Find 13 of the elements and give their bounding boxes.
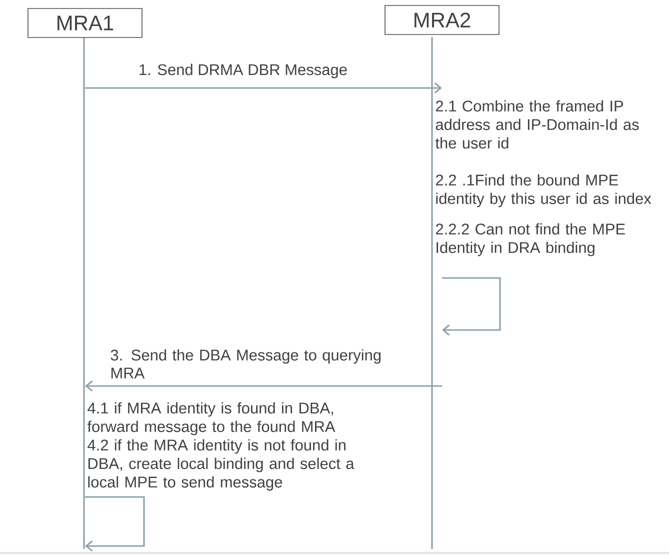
- self-message-arrow: [85, 496, 145, 552]
- note-text: 2.2.2 Can not find the MPE Identity in DRA binding: [436, 223, 625, 256]
- message-arrow: [85, 380, 442, 392]
- note-text: 4.2 if the MRA identity is not found in DBA, create local binding and select a local MPE to send message: [88, 439, 354, 491]
- note-text: 2.2 .1Find the bound MPE identity by this user id as index: [436, 174, 652, 208]
- participant-box: MRA2: [384, 5, 500, 35]
- note-text: 4.1 if MRA identity is found in DBA, forward message to the found MRA: [87, 402, 336, 436]
- message-label: 1. Send DRMA DBR Message: [140, 64, 347, 78]
- message-label: 3. Send the DBA Message to querying MRA: [110, 349, 381, 378]
- message-arrow: [85, 82, 442, 94]
- self-message-arrow: [442, 277, 501, 336]
- note-text: 2.1 Combine the framed IP address and IP-Domain-Id as the user id: [435, 100, 639, 149]
- participant-box: MRA1: [28, 8, 142, 38]
